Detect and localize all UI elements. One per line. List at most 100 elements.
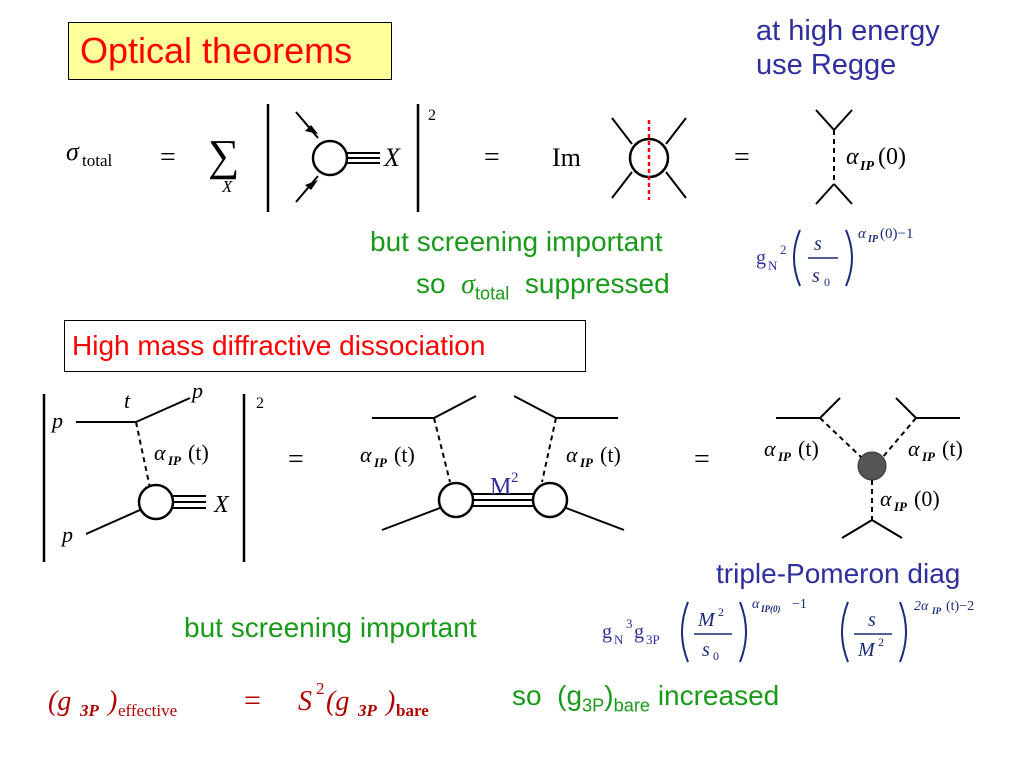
regge-exp-alpha: α	[858, 226, 867, 242]
bare-increased-note: so (g3P)bare increased	[512, 680, 779, 717]
square-exponent-2: 2	[256, 395, 264, 412]
alpha-t-5-arg: (t)	[942, 436, 963, 461]
increased-label: increased	[657, 680, 780, 711]
high-mass-box	[64, 320, 586, 372]
bare-sub: bare	[613, 695, 651, 716]
screening-note-bottom: but screening important	[184, 612, 477, 643]
alpha-t-2-sub: IP	[373, 455, 388, 470]
tp-three: 3	[626, 616, 633, 631]
sigma-total-symbol: σ	[66, 137, 80, 166]
tp-m-sup: 2	[718, 605, 724, 619]
eff-lhs-close: )	[106, 686, 117, 717]
sigma-symbol: σ	[461, 269, 475, 300]
optical-theorems-title: Optical theorems	[80, 30, 353, 71]
tp-exp2: 2α	[914, 599, 929, 614]
eff-rhs-label: bare	[396, 701, 429, 720]
eff-rhs-g: (g	[326, 686, 349, 717]
effective-coupling-equation: (g 3P ) effective = S 2 (g 3P ) bare	[48, 679, 429, 720]
tp-m-2-sup: 2	[878, 635, 884, 649]
regge-exp-sub: IP	[867, 234, 879, 245]
regge-note-line1: at high energy	[756, 15, 940, 47]
im-label: Im	[552, 143, 581, 172]
tp-exp2-tail: (t)−2	[946, 599, 974, 614]
alpha-t-2-arg: (t)	[394, 442, 415, 467]
tp-exp1-sub: IP(0)	[760, 604, 781, 614]
sum-symbol: ∑	[208, 131, 239, 180]
proton-out: p	[190, 378, 203, 403]
optical-theorem-equation: σ total = ∑ X 2 X = Im = α IP (0)	[66, 104, 906, 212]
eff-rhs-close: )	[384, 686, 395, 717]
alpha-t-2: α	[360, 442, 372, 467]
tp-n-sub: N	[614, 632, 624, 647]
proton-in-top: p	[50, 408, 63, 433]
equals-3: =	[734, 142, 750, 173]
blob-circle	[311, 139, 349, 177]
g3p-sub: 3P	[582, 695, 605, 716]
regge-g: g	[756, 247, 766, 269]
alpha-t-5-sub: IP	[921, 449, 936, 464]
alpha-t-4: α	[764, 436, 776, 461]
square-exponent: 2	[428, 107, 436, 124]
optical-theorems-box	[68, 22, 392, 80]
g3p-open: (g	[557, 680, 583, 711]
forward-amplitude-diagram	[611, 117, 687, 200]
tp-s0: s	[702, 639, 710, 661]
momentum-transfer-t: t	[124, 388, 131, 413]
alpha-0-label: α	[880, 486, 892, 511]
eff-s-sup: 2	[316, 679, 325, 698]
tp-g: g	[602, 621, 612, 643]
total-subscript: total	[474, 283, 510, 304]
so2-label: so	[512, 680, 542, 711]
high-mass-equation: 2 p t p α IP (t) X p = α IP (t) α IP (t)…	[42, 378, 963, 562]
sigma-total-subscript: total	[82, 151, 112, 170]
tp-s0-sub: 0	[713, 649, 719, 663]
proton-in-bottom: p	[60, 522, 73, 547]
alpha-t-1-sub: IP	[167, 453, 182, 468]
so-label: so	[416, 268, 446, 299]
regge-s: s	[814, 233, 822, 255]
tp-m-2: M	[857, 639, 876, 661]
diffractive-system-x: X	[213, 492, 230, 518]
mass-squared-label: M	[490, 474, 511, 500]
eff-lhs-sub: 3P	[79, 701, 100, 720]
sum-index: X	[221, 177, 233, 196]
alpha-p0-sub: IP	[859, 159, 874, 174]
alpha-t-1: α	[154, 440, 166, 465]
eff-rhs-sub: 3P	[357, 701, 378, 720]
alpha-0-sub: IP	[893, 499, 908, 514]
suppressed-label: suppressed	[524, 268, 670, 299]
screening-note-top: but screening important	[370, 226, 663, 257]
alpha-t-3-sub: IP	[579, 455, 594, 470]
triple-pomeron-vertex	[857, 451, 887, 481]
production-diagram	[295, 111, 380, 203]
tp-exp2-sub: IP	[931, 606, 942, 616]
regge-note-line2: use Regge	[756, 49, 897, 81]
alpha-t-1-arg: (t)	[188, 440, 209, 465]
single-diffraction-diagram	[76, 397, 206, 535]
cut-amplitude-diagram	[372, 395, 625, 531]
mass-squared-sup: 2	[511, 470, 519, 486]
alpha-t-4-arg: (t)	[798, 436, 819, 461]
regge-two: 2	[780, 242, 787, 257]
alpha-0-arg: (0)	[914, 486, 940, 511]
equals-4: =	[288, 444, 304, 475]
equals-2: =	[484, 142, 500, 173]
pomeron-exchange-diagram	[815, 109, 853, 205]
alpha-p0-label: α	[846, 144, 859, 170]
final-state-x: X	[383, 143, 401, 172]
triple-pomeron-caption: triple-Pomeron diag	[716, 558, 961, 589]
triple-pomeron-formula: g N 3 g 3P M 2 s 0 α IP(0) −1 s M 2 2α I…	[602, 597, 974, 663]
alpha-t-3-arg: (t)	[600, 442, 621, 467]
tp-g3p: g	[634, 621, 644, 643]
alpha-t-5: α	[908, 436, 920, 461]
equals-5: =	[694, 444, 710, 475]
regge-note: at high energy use Regge	[756, 14, 940, 82]
high-mass-title: High mass diffractive dissociation	[72, 330, 486, 361]
regge-exp-tail: (0)−1	[880, 226, 913, 242]
eff-lhs-g: (g	[48, 686, 71, 717]
tp-exp1-tail: −1	[792, 597, 807, 612]
sigma-suppressed-note: so σtotal suppressed	[416, 268, 670, 305]
tp-g3p-sub: 3P	[646, 632, 660, 647]
eff-lhs-label: effective	[118, 701, 177, 720]
regge-n-sub: N	[768, 258, 778, 273]
